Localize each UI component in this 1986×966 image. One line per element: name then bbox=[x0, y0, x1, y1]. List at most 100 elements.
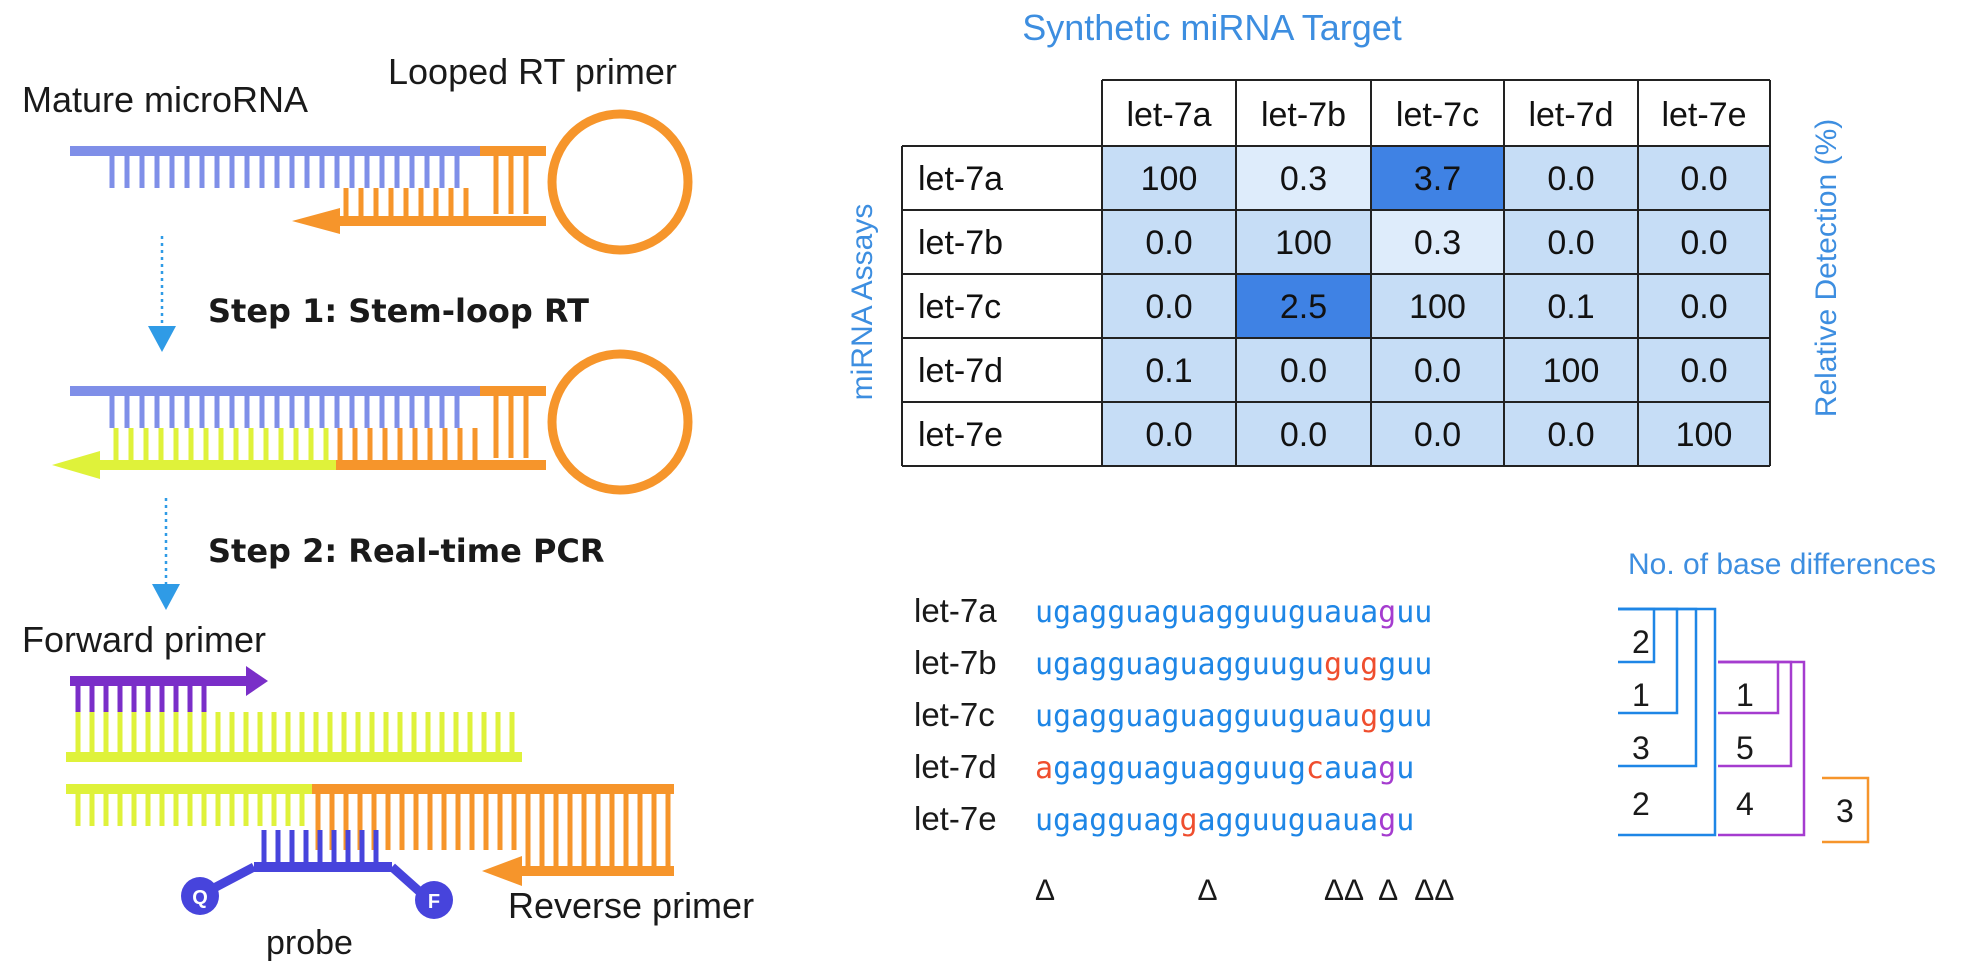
forward-primer-label: Forward primer bbox=[22, 619, 266, 660]
stage1-hybrid bbox=[70, 109, 693, 255]
table-cell-bg bbox=[1236, 338, 1371, 402]
table-value: 100 bbox=[1141, 160, 1198, 198]
specificity-table: Synthetic miRNA Target miRNA Assays Rela… bbox=[846, 7, 1843, 467]
sequence-segment: ugagguaguagguuguaua bbox=[1035, 595, 1378, 630]
sequence-segment: g bbox=[1378, 751, 1396, 786]
fluorophore-label: F bbox=[428, 891, 440, 913]
cdna-lower-backbone bbox=[66, 784, 312, 794]
table-cell-bg bbox=[1371, 338, 1504, 402]
table-cell-bg bbox=[1236, 402, 1371, 466]
blue-bracket-number: 2 bbox=[1632, 786, 1650, 822]
row-header: let-7b bbox=[918, 224, 1003, 262]
cdna-backbone bbox=[66, 752, 522, 762]
microrna-strand bbox=[70, 146, 480, 188]
sequence-segment: aua bbox=[1324, 751, 1378, 786]
table-grid: let-7a let-7b let-7c let-7d let-7e let-7a 100 0… bbox=[901, 79, 1771, 467]
table-cell-bg bbox=[1638, 402, 1770, 466]
table-value: 0.3 bbox=[1414, 224, 1461, 262]
sequence-segment: agguuguaua bbox=[1198, 803, 1379, 838]
sequence-name: let-7d bbox=[914, 748, 997, 785]
column-header: let-7e bbox=[1661, 96, 1746, 134]
microrna-strand-2 bbox=[70, 349, 693, 495]
sequence-name: let-7a bbox=[914, 592, 997, 629]
table-value: 100 bbox=[1409, 288, 1466, 326]
microrna-backbone bbox=[70, 386, 480, 396]
row-header: let-7d bbox=[918, 352, 1003, 390]
microrna-backbone bbox=[70, 146, 480, 156]
sequence-segment: g bbox=[1180, 803, 1198, 838]
table-value: 0.3 bbox=[1280, 160, 1327, 198]
sequence-alignment: No. of base differences let-7a ugagguagua… bbox=[914, 548, 1936, 907]
reverse-primer-strand bbox=[520, 866, 674, 876]
table-value: 0.0 bbox=[1547, 224, 1594, 262]
delta-mark: ΔΔ bbox=[1414, 874, 1454, 907]
sequence-segment: guu bbox=[1378, 699, 1432, 734]
primer-strand bbox=[340, 216, 546, 226]
forward-primer-strand bbox=[70, 676, 260, 686]
table-cell-bg bbox=[1638, 146, 1770, 210]
table-value: 0.0 bbox=[1680, 352, 1727, 390]
primer-stem-top bbox=[480, 386, 546, 396]
sequence-segment: ugagguaguagguugu bbox=[1035, 647, 1324, 682]
table-cell-bg bbox=[1638, 210, 1770, 274]
primer-strand bbox=[336, 460, 546, 470]
blue-bracket-number: 3 bbox=[1632, 730, 1650, 766]
cdna-backbone bbox=[100, 460, 336, 470]
sequence-name: let-7c bbox=[914, 696, 995, 733]
sequence-name: let-7b bbox=[914, 644, 997, 681]
orange-bracket-number: 3 bbox=[1836, 793, 1854, 829]
blue-bracket bbox=[1618, 607, 1717, 837]
table-cell-bg bbox=[1371, 210, 1504, 274]
purple-bracket-number: 5 bbox=[1736, 730, 1754, 766]
reverse-primer-arrowhead bbox=[482, 856, 522, 886]
table-value: 100 bbox=[1676, 416, 1733, 454]
quencher-label: Q bbox=[192, 887, 208, 909]
stage3-pcr: Q F bbox=[66, 666, 674, 919]
primer-loop bbox=[547, 349, 693, 495]
sequence-segment: u bbox=[1396, 803, 1414, 838]
delta-mark: Δ bbox=[1035, 874, 1055, 907]
row-header: let-7a bbox=[918, 160, 1003, 198]
sequence-segment: g bbox=[1360, 699, 1378, 734]
primer-loop bbox=[547, 109, 693, 255]
sequence-segment: uu bbox=[1396, 595, 1432, 630]
looped-rt-primer bbox=[292, 109, 693, 255]
table-cell-bg bbox=[1371, 146, 1504, 210]
base-differences-header: No. of base differences bbox=[1628, 548, 1936, 581]
table-value: 0.0 bbox=[1547, 416, 1594, 454]
probe-label: probe bbox=[266, 924, 353, 962]
table-value: 0.1 bbox=[1547, 288, 1594, 326]
table-cell-bg bbox=[1102, 210, 1236, 274]
blue-bracket bbox=[1618, 607, 1698, 768]
table-value: 0.0 bbox=[1145, 224, 1192, 262]
cdna-strand bbox=[52, 428, 546, 479]
looped-rt-primer-label: Looped RT primer bbox=[388, 51, 677, 92]
table-value: 0.0 bbox=[1145, 416, 1192, 454]
column-header: let-7c bbox=[1396, 96, 1479, 134]
table-value: 3.7 bbox=[1414, 160, 1461, 198]
stage2-cdna-hybrid bbox=[52, 349, 693, 495]
probe-backbone bbox=[254, 862, 392, 872]
column-header: let-7a bbox=[1126, 96, 1211, 134]
step1-label: Step 1: Stem-loop RT bbox=[208, 292, 589, 330]
probe-linker-right bbox=[389, 863, 423, 896]
purple-bracket bbox=[1718, 660, 1806, 837]
blue-bracket-number: 2 bbox=[1632, 624, 1650, 660]
protocol-schematic: Mature microRNA Looped RT primer Step 1:… bbox=[22, 51, 754, 962]
table-value: 0.0 bbox=[1280, 416, 1327, 454]
quencher-dye bbox=[181, 877, 219, 915]
table-cell-bg bbox=[1236, 274, 1371, 338]
orange-bracket bbox=[1822, 776, 1870, 844]
table-title: Synthetic miRNA Target bbox=[1022, 7, 1402, 48]
sequence-segment: u bbox=[1342, 647, 1360, 682]
row-header: let-7c bbox=[918, 288, 1001, 326]
table-cell-bg bbox=[1236, 210, 1371, 274]
cdna-arrowhead bbox=[52, 451, 100, 479]
table-value: 0.1 bbox=[1145, 352, 1192, 390]
table-cell-bg bbox=[1504, 338, 1638, 402]
probe-linker-left bbox=[211, 863, 257, 892]
